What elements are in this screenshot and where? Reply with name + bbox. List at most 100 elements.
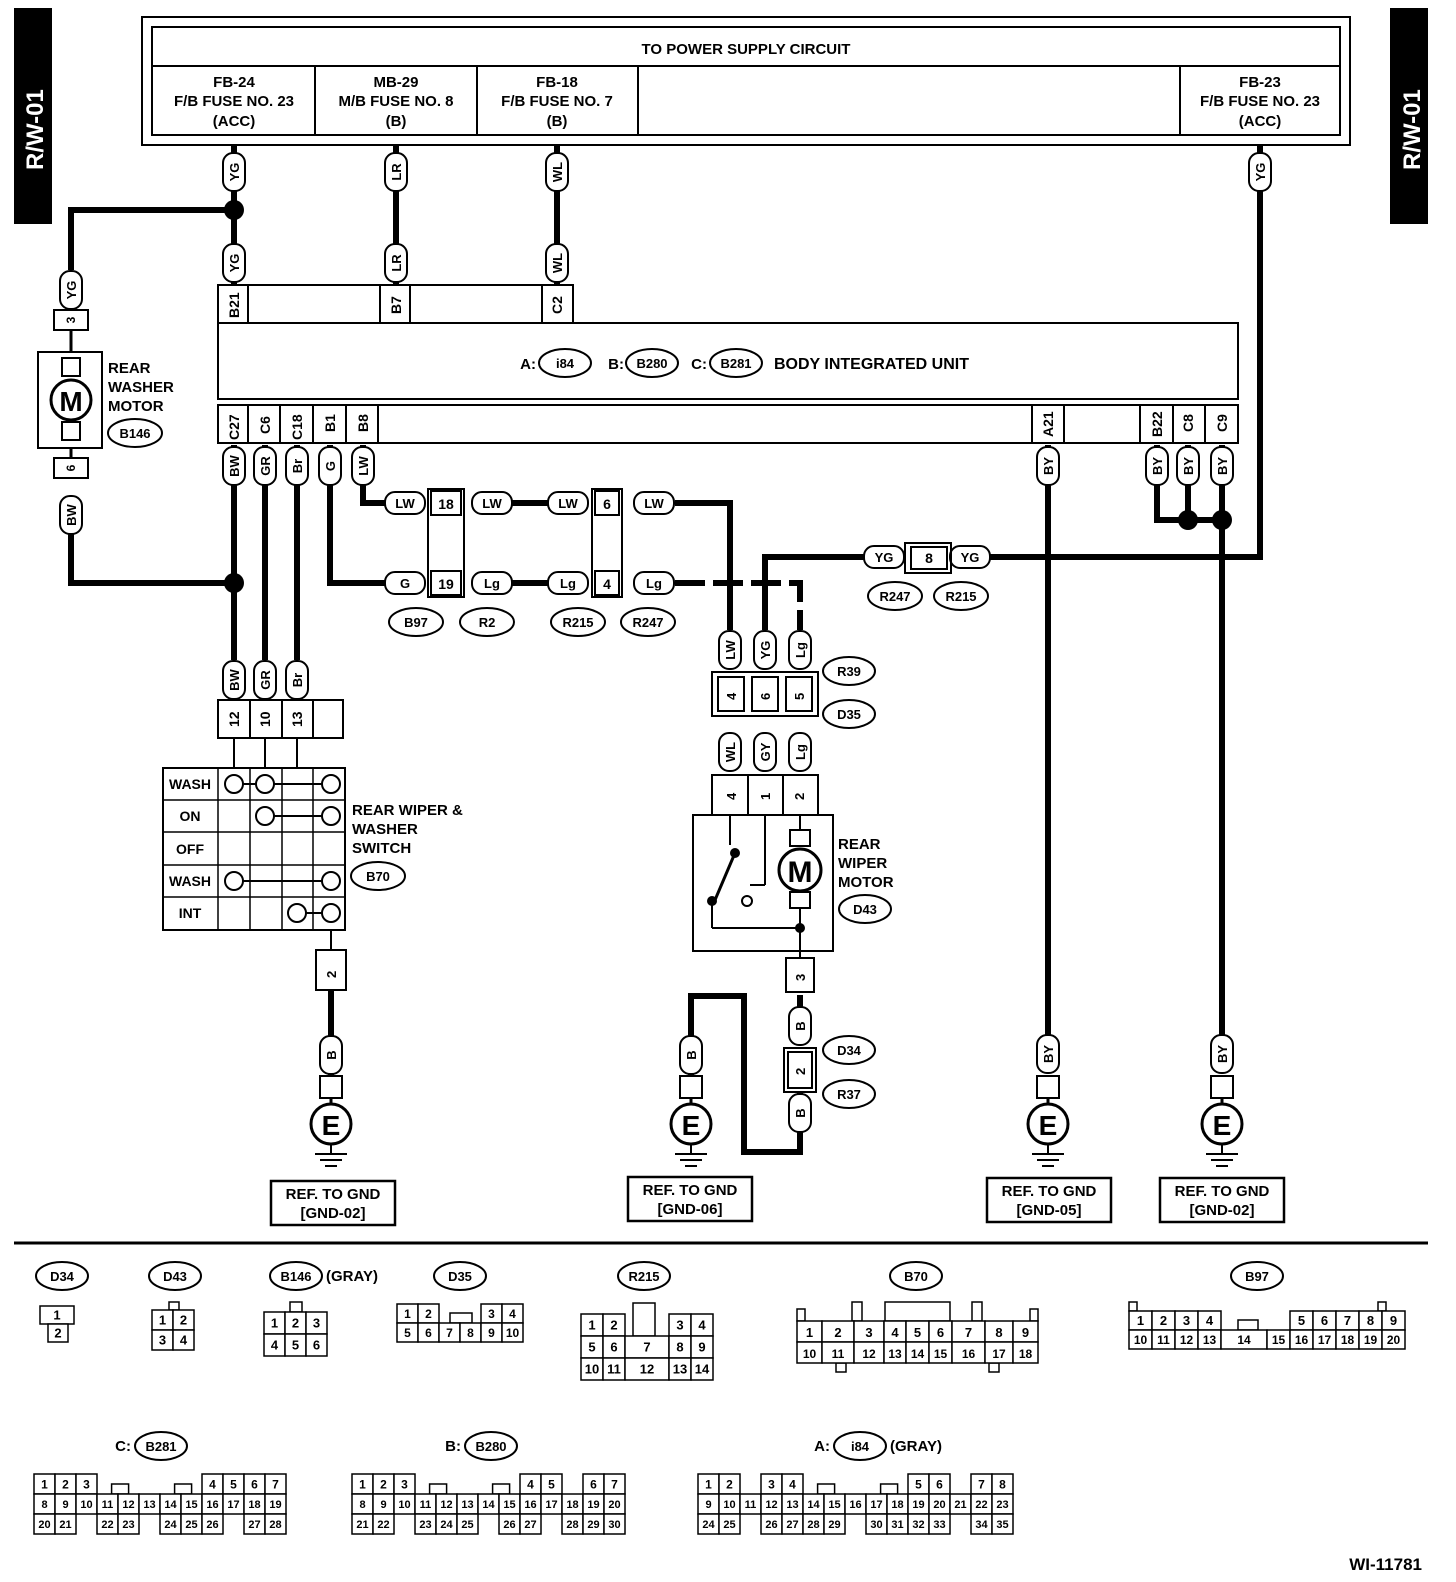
svg-text:WASH: WASH (169, 776, 211, 792)
svg-text:YG: YG (1253, 163, 1268, 182)
pin: 24 (702, 1519, 715, 1531)
svg-text:[GND-05]: [GND-05] (1016, 1202, 1081, 1219)
pin: 12 (1180, 1333, 1194, 1347)
conn-r215-tag-2: R215 (945, 589, 976, 604)
pin: 6 (590, 1477, 597, 1491)
pin: 21 (59, 1519, 71, 1531)
svg-text:Lg: Lg (646, 576, 662, 591)
svg-text:5: 5 (792, 693, 807, 700)
pin: 2 (425, 1307, 432, 1321)
ground-symbol: E (682, 1110, 701, 1141)
svg-text:B: B (324, 1050, 339, 1059)
pin: 5 (915, 1477, 922, 1491)
svg-text:[GND-06]: [GND-06] (657, 1201, 722, 1218)
pin: 12 (765, 1499, 777, 1511)
svg-text:WL: WL (550, 162, 565, 182)
ground-symbol: E (322, 1110, 341, 1141)
pin: 23 (419, 1519, 431, 1531)
pin: 19 (1364, 1333, 1378, 1347)
wire-label: YG (949, 545, 991, 569)
pin: 6 (251, 1477, 258, 1491)
svg-text:REF. TO GND: REF. TO GND (286, 1186, 381, 1203)
pin: 2 (62, 1477, 69, 1491)
svg-text:R215: R215 (628, 1269, 659, 1284)
svg-text:WASHER: WASHER (352, 821, 418, 838)
svg-text:Br: Br (290, 459, 305, 473)
wire-label: WL (718, 732, 742, 772)
wire-label: G (318, 446, 342, 486)
wire-label: LW (471, 491, 513, 515)
svg-text:MOTOR: MOTOR (108, 398, 164, 415)
wire-label: GR (253, 446, 277, 486)
svg-text:BY: BY (1181, 457, 1196, 475)
pin: 6 (1321, 1313, 1328, 1328)
svg-text:B1: B1 (322, 414, 338, 432)
pin: 12 (640, 1362, 654, 1377)
pin: 16 (1295, 1333, 1309, 1347)
svg-text:2: 2 (324, 971, 339, 978)
svg-text:A:: A: (814, 1438, 830, 1455)
svg-text:C27: C27 (226, 414, 242, 440)
svg-text:YG: YG (227, 163, 242, 182)
pin: 25 (723, 1519, 735, 1531)
wire-label: YG (1248, 152, 1272, 192)
relay-conn-d35: D35 (837, 707, 861, 722)
pin: 16 (849, 1499, 861, 1511)
pin: 10 (506, 1326, 520, 1340)
pin: 7 (272, 1477, 279, 1491)
pin: 2 (1160, 1313, 1167, 1328)
pin: 2 (54, 1326, 61, 1341)
pin: 13 (786, 1499, 798, 1511)
svg-text:ON: ON (180, 808, 201, 824)
wire-label: YG (863, 545, 905, 569)
pin: 9 (1390, 1313, 1397, 1328)
pin: 8 (999, 1477, 1006, 1491)
relay-conn-r39: R39 (837, 664, 861, 679)
svg-text:(B): (B) (386, 113, 407, 130)
pin: 11 (420, 1499, 432, 1511)
biu-conn-a: i84 (556, 356, 575, 371)
pin: 3 (159, 1333, 166, 1348)
wire-label: LR (384, 243, 408, 283)
pin: 5 (914, 1325, 921, 1340)
wire-label: LW (633, 491, 675, 515)
pin: 7 (446, 1326, 453, 1340)
pin: 27 (524, 1519, 536, 1531)
pin: 22 (975, 1499, 987, 1511)
svg-text:D43: D43 (163, 1269, 187, 1284)
svg-text:B: B (684, 1050, 699, 1059)
pin: 4 (271, 1338, 279, 1353)
pin: 29 (587, 1519, 599, 1531)
svg-text:C:: C: (115, 1438, 131, 1455)
svg-text:Lg: Lg (484, 576, 500, 591)
pin: 29 (828, 1519, 840, 1531)
side-tag-left: R/W-01 (14, 8, 52, 224)
wire-label: YG (753, 630, 777, 670)
biu-conn-b: B280 (636, 356, 667, 371)
wire-label: Lg (788, 630, 812, 670)
svg-text:F/B FUSE NO. 7: F/B FUSE NO. 7 (501, 93, 613, 110)
pin: 27 (786, 1519, 798, 1531)
wire-label: BY (1036, 446, 1060, 486)
svg-text:GR: GR (258, 456, 273, 476)
pin: 8 (467, 1326, 474, 1340)
svg-text:Lg: Lg (793, 642, 808, 658)
pin: 20 (608, 1499, 620, 1511)
wire-label: Lg (547, 571, 589, 595)
washer-motor-conn: B146 (119, 426, 150, 441)
pin: 23 (122, 1519, 134, 1531)
svg-text:B21: B21 (226, 292, 242, 318)
svg-text:Lg: Lg (793, 744, 808, 760)
svg-text:B: B (793, 1021, 808, 1030)
pin: 3 (676, 1318, 683, 1333)
svg-text:BY: BY (1041, 457, 1056, 475)
pin: 8 (995, 1325, 1002, 1340)
pin: 5 (292, 1338, 299, 1353)
svg-text:4: 4 (724, 792, 739, 800)
wire-label: GR (253, 660, 277, 700)
